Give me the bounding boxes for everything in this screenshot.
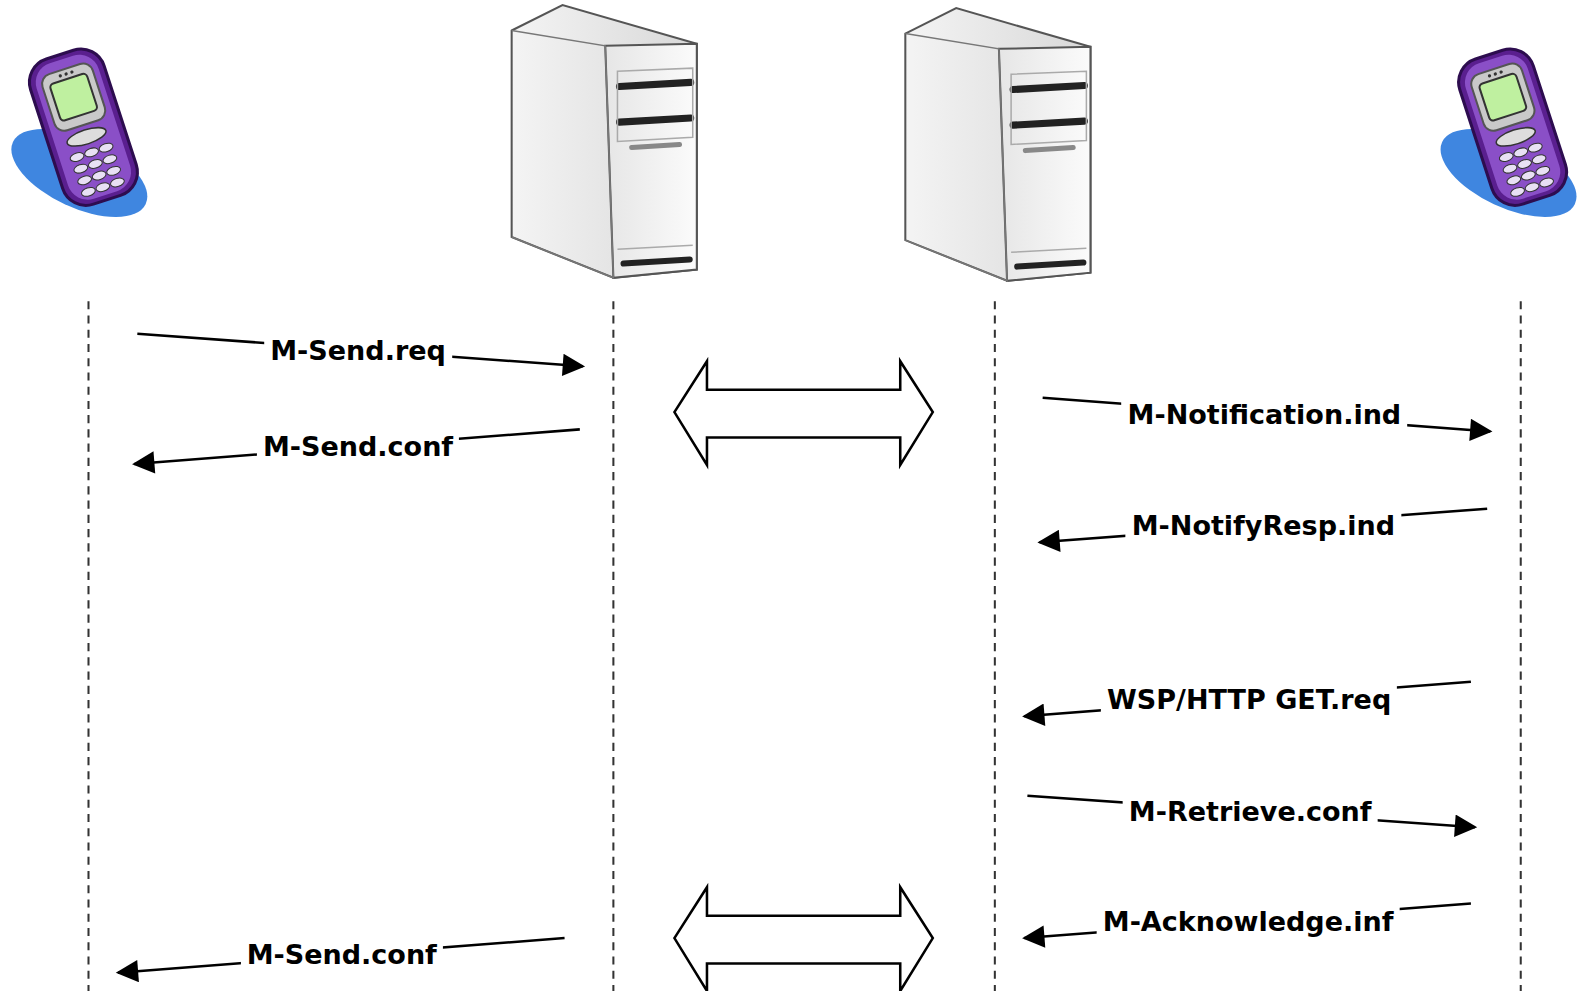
message-label: M-Send.conf [241,940,443,971]
message-label: M-Send.conf [257,431,459,462]
block-arrows [674,361,932,991]
message-label: M-NotifyResp.ind [1126,510,1401,541]
message-label: M-Acknowledge.inf [1097,906,1400,937]
message-arrows [118,334,1490,973]
message-label: M-Notification.ind [1122,400,1408,431]
message-label: M-Retrieve.conf [1123,796,1378,827]
message-label: M-Send.req [264,335,452,366]
recipient-mmsc-server [905,8,1090,281]
message-label: WSP/HTTP GET.req [1101,684,1397,715]
recipient-phone [1428,43,1590,236]
lifelines [88,301,1520,991]
sender-phone [0,43,160,236]
sender-mmsc-server [512,5,697,278]
